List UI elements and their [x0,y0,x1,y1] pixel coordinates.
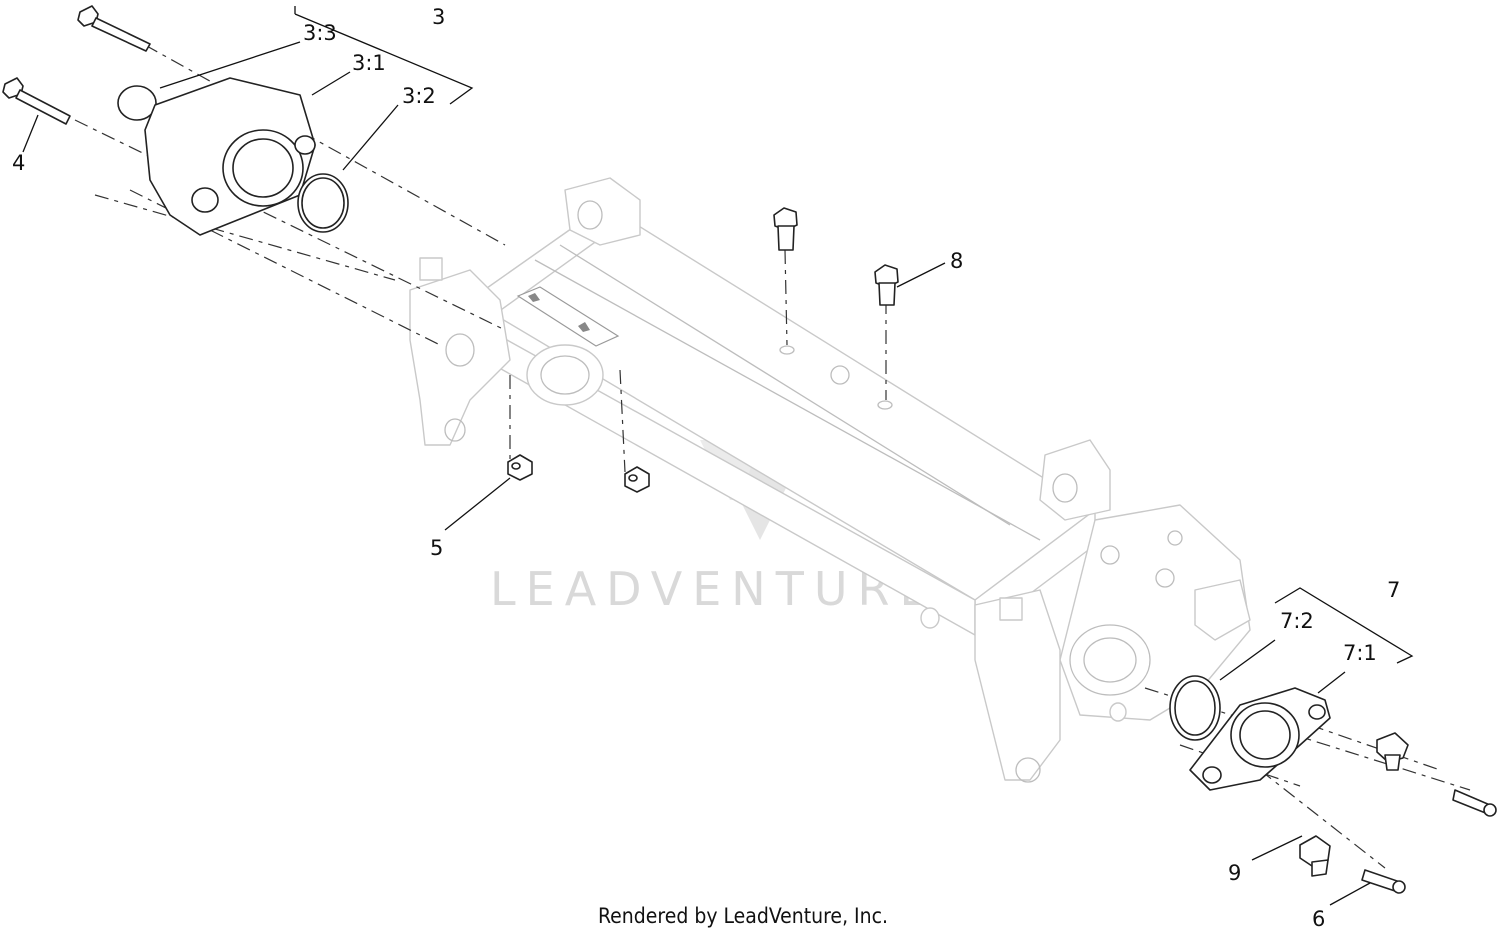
nut-5a [507,454,533,481]
bolt-9-upper [1376,732,1409,771]
callout-3-3: 3:3 [303,21,337,45]
o-ring-7-2 [1169,675,1221,741]
watermark-text: LEADVENTURE [490,562,939,616]
bracket-3 [294,6,474,105]
bolt-9 [1299,835,1331,877]
callout-7-1: 7:1 [1343,641,1377,665]
bolt-long-upper [77,5,151,52]
callout-7: 7 [1387,578,1400,602]
callout-8: 8 [950,249,963,273]
callout-7-2: 7:2 [1280,609,1314,633]
callout-9: 9 [1228,861,1241,885]
callout-3: 3 [432,5,445,29]
callout-6: 6 [1312,907,1325,931]
callout-4: 4 [12,151,25,175]
footer-credit: Rendered by LeadVenture, Inc. [598,904,888,928]
callout-5: 5 [430,536,443,560]
warning-decal [516,286,620,347]
bolt-8a [773,207,798,251]
leader-lines [22,41,1371,906]
bolt-8b [874,264,899,306]
callout-3-2: 3:2 [402,84,436,108]
cap-3-3 [117,85,157,121]
assembly-centerlines [74,44,1471,869]
bolt-6 [1361,869,1406,894]
bracket-7 [1274,587,1414,664]
bolt-4 [2,77,71,125]
bolt-6-upper [1452,789,1497,817]
o-ring-3-2 [297,173,349,233]
nut-5b [624,466,650,493]
flange-housing-7-1 [1189,687,1331,791]
flange-housing-3-1 [144,77,316,236]
callout-3-1: 3:1 [352,51,386,75]
axle-frame [409,177,1251,783]
